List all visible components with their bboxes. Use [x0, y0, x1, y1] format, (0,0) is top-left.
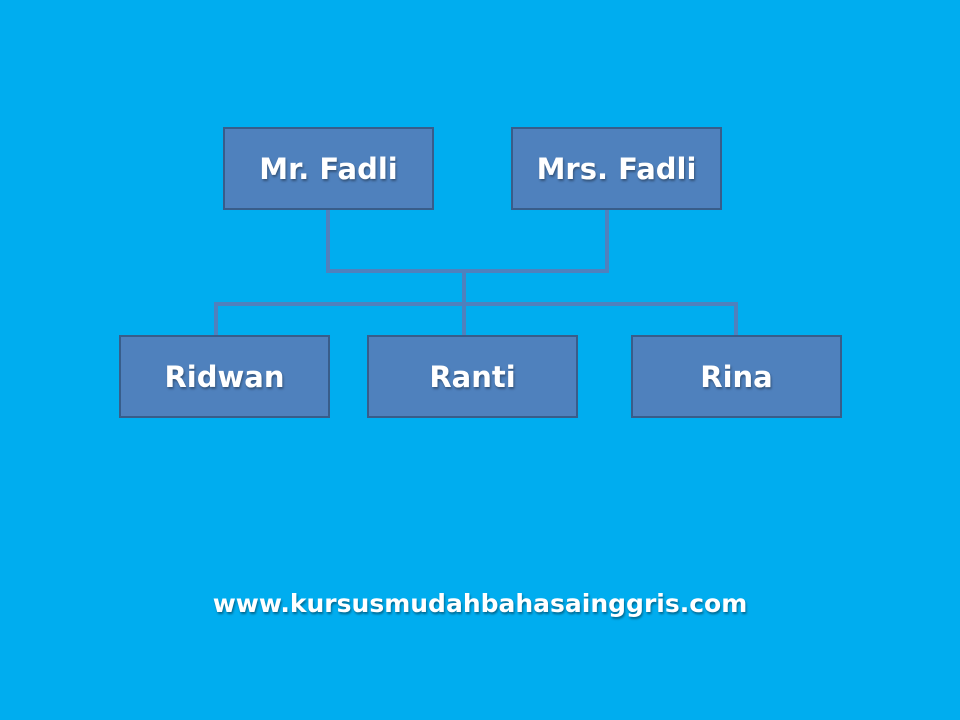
node-label: Mr. Fadli — [259, 151, 398, 186]
node-rina: Rina — [631, 335, 842, 418]
node-label: Mrs. Fadli — [536, 151, 697, 186]
node-ranti: Ranti — [367, 335, 578, 418]
node-label: Rina — [700, 359, 773, 394]
node-mr-fadli: Mr. Fadli — [223, 127, 434, 210]
node-label: Ranti — [429, 359, 516, 394]
node-label: Ridwan — [164, 359, 285, 394]
node-ridwan: Ridwan — [119, 335, 330, 418]
website-url: www.kursusmudahbahasainggris.com — [212, 589, 748, 618]
node-mrs-fadli: Mrs. Fadli — [511, 127, 722, 210]
